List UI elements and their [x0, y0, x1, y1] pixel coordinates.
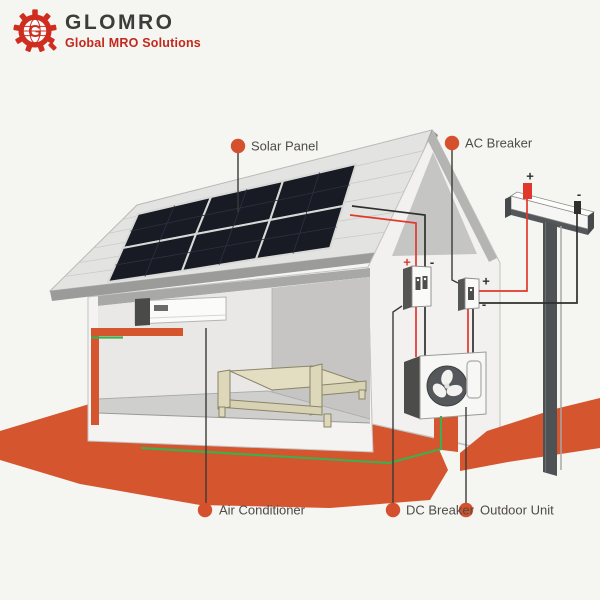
- glomro-logo: G GLOMRO Global MRO Solutions: [12, 8, 201, 54]
- pole-plus-mark: +: [526, 168, 534, 184]
- ac-breaker-label: AC Breaker: [465, 135, 533, 151]
- earth-wire: [140, 416, 443, 465]
- air-conditioner-marker: [197, 502, 213, 518]
- dc-breaker-box: [403, 265, 432, 310]
- pv-live-wire: [349, 214, 417, 267]
- ac-breaker-marker: [444, 135, 460, 151]
- solar-panel-marker: [230, 138, 246, 154]
- outdoor-unit-label: Outdoor Unit: [480, 502, 554, 518]
- fan-icon: [432, 369, 463, 398]
- glomro-gear-icon: G: [13, 9, 57, 53]
- svg-text:G: G: [28, 21, 42, 41]
- bed: [217, 363, 367, 428]
- callout-markers: [197, 135, 474, 518]
- solar-panel-array: [107, 163, 357, 283]
- solar-panel-label: Solar Panel: [251, 138, 319, 154]
- pv-neutral-wire: [351, 205, 426, 267]
- air-conditioner-label: Air Conditioner: [219, 502, 305, 518]
- outdoor-unit: [404, 351, 487, 420]
- dc-breaker-label: DC Breaker: [406, 502, 474, 518]
- ground-wedge-right: [460, 398, 600, 471]
- roof-fascia: [50, 252, 386, 301]
- solar-panel-module: [255, 205, 344, 260]
- pole-live-insulator: [523, 183, 532, 199]
- grid-neutral-wire: [479, 214, 578, 304]
- indoor-wire-conduit: [91, 328, 183, 425]
- indoor-ac-unit: [91, 296, 227, 425]
- ac-minus-mark: -: [481, 296, 487, 312]
- ac-breaker-box: [458, 277, 480, 311]
- grid-live-wire: [479, 199, 528, 292]
- pole-post: [543, 221, 557, 476]
- logo-tagline: Global MRO Solutions: [65, 35, 201, 50]
- pole-minus-mark: -: [576, 186, 582, 202]
- outdoor-unit-marker: [458, 502, 474, 518]
- dc-minus-mark: -: [429, 254, 435, 270]
- dc-breaker-marker: [385, 502, 401, 518]
- utility-pole: [479, 183, 595, 476]
- logo-text: GLOMRO Global MRO Solutions: [65, 10, 201, 50]
- callout-lines: [205, 150, 467, 503]
- logo-name: GLOMRO: [65, 10, 175, 34]
- dc-plus-mark: +: [403, 254, 411, 270]
- pole-neutral-insulator: [574, 201, 581, 214]
- ac-plus-mark: +: [482, 273, 490, 289]
